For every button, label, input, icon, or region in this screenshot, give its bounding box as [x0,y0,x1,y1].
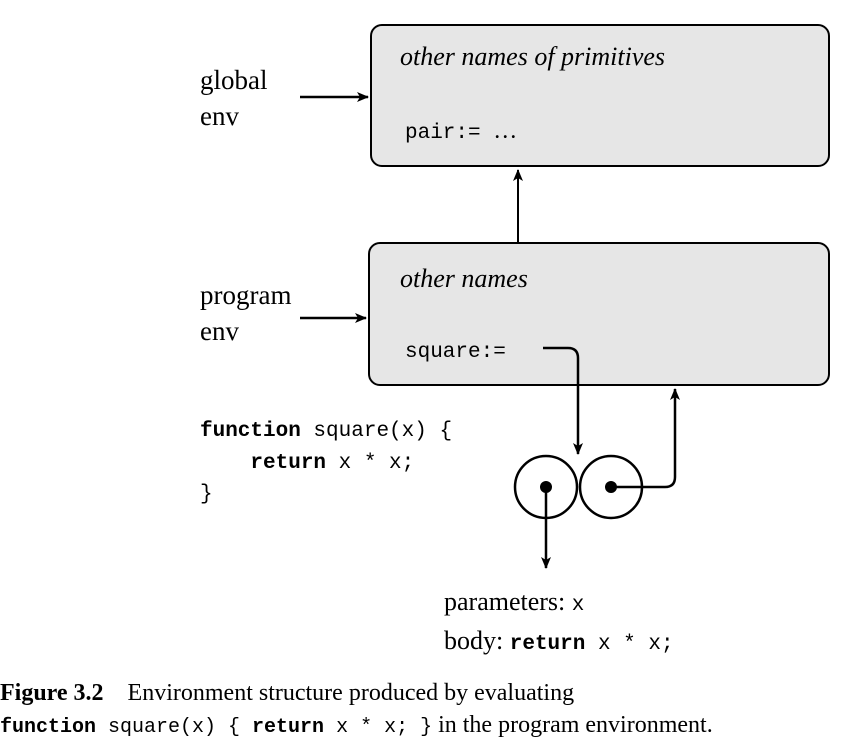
program-frame-title: other names [400,264,528,293]
caption-figure-label: Figure 3.2 [0,680,104,706]
declaration-line-2-rest: x * x; [326,452,415,475]
global-env-label-line2: env [200,101,239,131]
program-env-label-line1: program [200,280,292,310]
caption-line-1-text: Environment structure produced by evalua… [127,680,575,706]
caption-code: function square(x) { return x * x; } [0,716,432,739]
global-env-label: global env [200,62,268,134]
declaration-line-3: } [200,483,213,506]
program-env-label: program env [200,277,291,349]
body-code-rest: x * x; [585,633,674,656]
body-code: return x * x; [510,633,674,656]
declaration-line-1-rest: square(x) { [300,420,453,443]
pair-binding-ellipsis: … [493,118,518,144]
pair-binding-name: pair:= [405,122,481,145]
parameters-text: parameters: [444,587,566,616]
caption-code-end: x * x; } [324,716,433,739]
parameters-label: parameters: x [444,587,584,617]
caption-line-2: function square(x) { return x * x; } in … [0,712,713,739]
caption-line-1: Figure 3.2 Environment structure produce… [0,680,574,707]
global-env-label-line1: global [200,65,268,95]
declaration-line-2: return x * x; [200,452,414,475]
square-binding-arrow [543,346,583,455]
global-environment-frame: other names of primitives pair:= … [370,24,830,167]
pair-binding: pair:= … [405,118,517,145]
caption-code-middle: square(x) { [96,716,253,739]
square-binding-name: square:= [405,341,506,364]
function-env-arrow [611,388,680,489]
body-text: body: [444,626,504,655]
global-frame-title: other names of primitives [400,42,666,71]
body-label: body: return x * x; [444,626,674,656]
declaration-keyword-function: function [200,420,301,443]
parameters-value: x [571,594,585,617]
declaration-keyword-return: return [250,452,327,475]
caption-line-2-text: in the program environment. [432,712,713,738]
declaration-line-1: function square(x) { [200,420,452,443]
body-keyword-return: return [509,633,586,656]
program-env-label-line2: env [200,316,239,346]
caption-code-keyword-return: return [252,716,325,739]
program-environment-frame: other names square:= [368,242,830,386]
caption-code-keyword-function: function [0,716,97,739]
